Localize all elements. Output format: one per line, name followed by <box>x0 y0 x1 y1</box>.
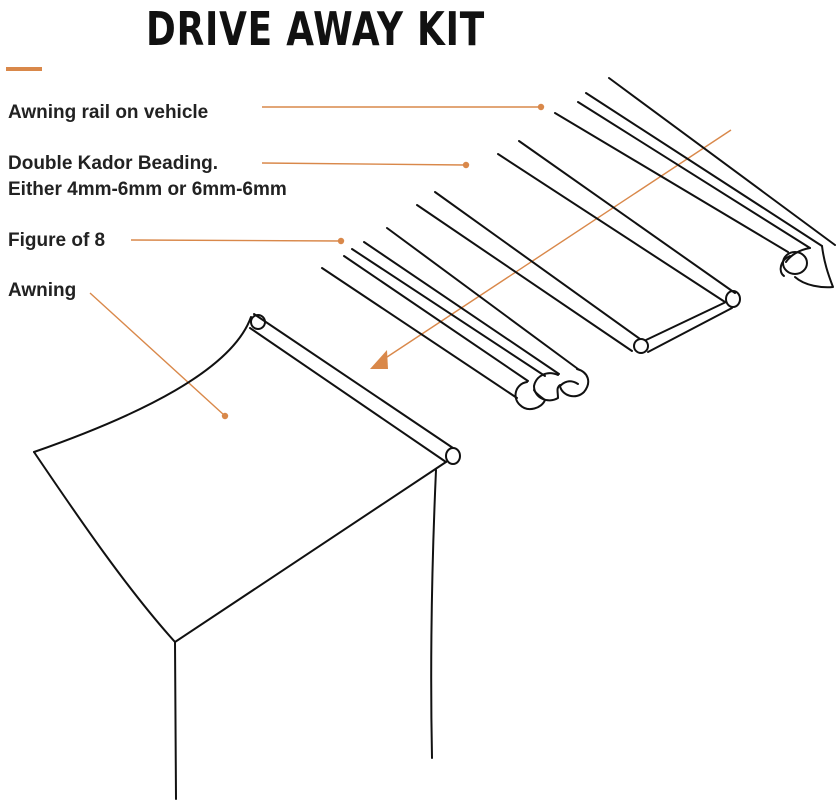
awning <box>33 313 461 800</box>
leader-kador <box>261 162 466 166</box>
label-awning: Awning <box>8 280 77 301</box>
awning-rail <box>554 77 836 289</box>
page-title: DRIVE AWAY KIT <box>146 2 486 56</box>
leader-fig8-dot <box>337 237 345 245</box>
leader-awning <box>89 292 225 416</box>
double-kador-beading <box>416 140 741 354</box>
title-accent-bar <box>6 67 42 71</box>
leader-fig8 <box>130 239 341 242</box>
assembly-arrow-line <box>383 129 732 360</box>
label-kador-sizes: Either 4mm-6mm or 6mm-6mm <box>8 179 287 200</box>
leader-awning-dot <box>221 412 229 420</box>
leader-kador-dot <box>462 161 470 169</box>
label-kador-beading: Double Kador Beading. <box>8 153 219 174</box>
assembly-arrow-head <box>370 350 388 369</box>
leader-rail-dot <box>537 103 545 111</box>
label-awning-rail: Awning rail on vehicle <box>8 102 209 123</box>
figure-of-8 <box>321 227 590 411</box>
label-figure-of-8: Figure of 8 <box>8 230 106 251</box>
